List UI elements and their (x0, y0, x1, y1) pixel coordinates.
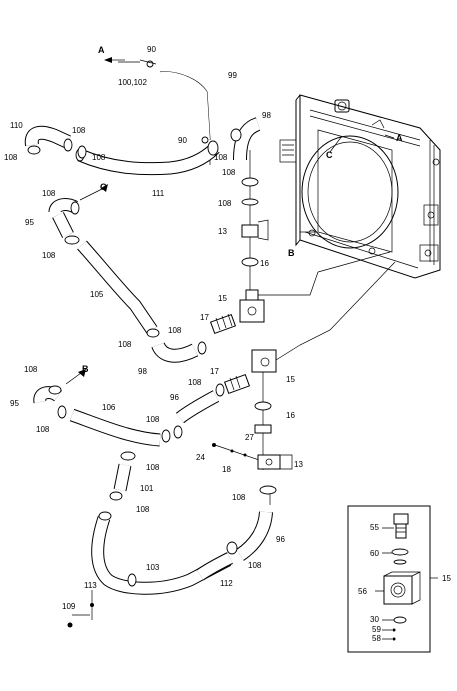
callout-27: 27 (245, 433, 254, 442)
callout-98: 98 (138, 367, 147, 376)
callout-106: 106 (102, 403, 116, 412)
callout-90: 90 (178, 136, 187, 145)
callout-108: 108 (92, 153, 106, 162)
callout-109: 109 (62, 602, 76, 611)
callout-99: 99 (228, 71, 237, 80)
callout-113: 113 (84, 581, 97, 590)
callout-16: 16 (286, 411, 295, 420)
detail-callout-60: 60 (370, 549, 379, 558)
callout-98: 98 (262, 111, 271, 120)
callout-95: 95 (10, 399, 19, 408)
callout-96: 96 (276, 535, 285, 544)
detail-callout-56: 56 (358, 587, 367, 596)
callout-C: C (326, 150, 333, 160)
callout-108: 108 (188, 378, 202, 387)
callout-90: 90 (147, 45, 156, 54)
callout-110: 110 (10, 121, 23, 130)
callout-108: 108 (232, 493, 246, 502)
detail-callout-30: 30 (370, 615, 379, 624)
callout-108: 108 (118, 340, 132, 349)
callout-108: 108 (36, 425, 50, 434)
detail-callout-15: 15 (442, 574, 451, 583)
callout-108: 108 (4, 153, 18, 162)
callout-C: C (100, 182, 107, 192)
callout-A: A (396, 133, 403, 143)
callout-13: 13 (294, 460, 303, 469)
callout-15: 15 (286, 375, 295, 384)
callout-108: 108 (24, 365, 38, 374)
callout-111: 111 (152, 189, 165, 198)
callout-18: 18 (222, 465, 231, 474)
callout-15: 15 (218, 294, 227, 303)
callout-112: 112 (220, 579, 233, 588)
callout-108: 108 (168, 326, 182, 335)
callout-108: 108 (42, 189, 56, 198)
callout-108: 108 (136, 505, 150, 514)
callout-16: 16 (260, 259, 269, 268)
callout-108: 108 (72, 126, 86, 135)
callout-13: 13 (218, 227, 227, 236)
callout-B: B (82, 364, 89, 374)
callout-100-102: 100,102 (118, 78, 147, 87)
callout-105: 105 (90, 290, 104, 299)
callout-103: 103 (146, 563, 160, 572)
callout-17: 17 (210, 367, 219, 376)
callout-101: 101 (140, 484, 154, 493)
callout-108: 108 (248, 561, 262, 570)
callout-108: 108 (218, 199, 232, 208)
callout-B: B (288, 248, 295, 258)
callout-A: A (98, 45, 105, 55)
callout-108: 108 (214, 153, 228, 162)
detail-callout-58: 58 (372, 634, 381, 643)
callout-108: 108 (146, 415, 160, 424)
callout-24: 24 (196, 453, 205, 462)
callout-108: 108 (146, 463, 160, 472)
callout-108: 108 (222, 168, 236, 177)
radiator-assembly (279, 94, 441, 279)
callout-95: 95 (25, 218, 34, 227)
callout-108: 108 (42, 251, 56, 260)
callout-96: 96 (170, 393, 179, 402)
callout-17: 17 (200, 313, 209, 322)
detail-callout-59: 59 (372, 625, 381, 634)
detail-box-item-15 (347, 505, 438, 653)
detail-callout-55: 55 (370, 523, 379, 532)
